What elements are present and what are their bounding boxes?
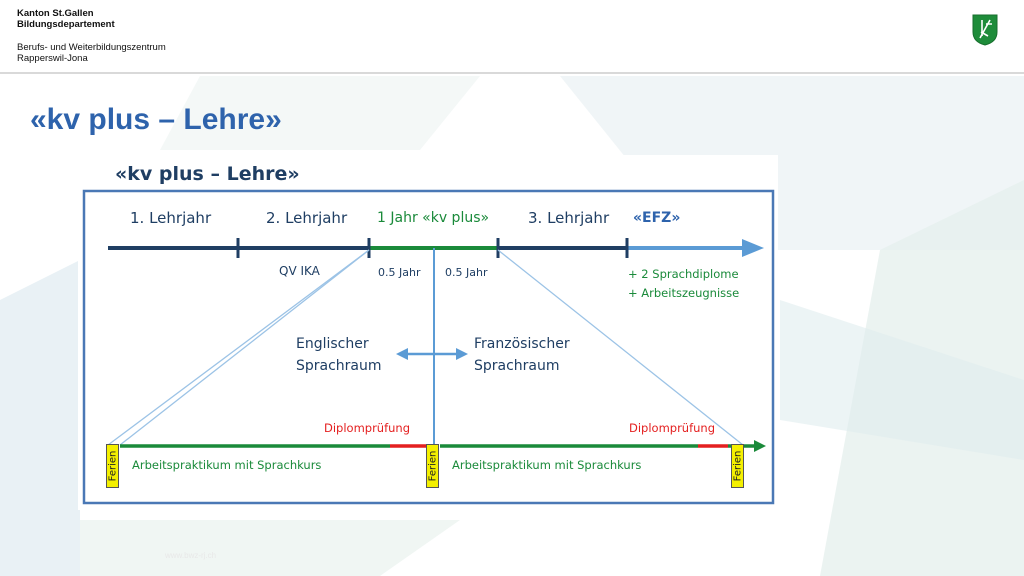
footer-url: www.bwz-rj.ch [165, 551, 217, 560]
double-arrow-right-head [456, 348, 468, 360]
region-english-line1: Englischer [296, 336, 369, 352]
efz-extra-references: + Arbeitszeugnisse [628, 286, 740, 300]
holiday-label-middle: Ferien [427, 450, 438, 482]
exam-right-label: Diplomprüfung [629, 421, 716, 435]
region-french-line1: Französischer [474, 336, 570, 352]
holiday-label-end: Ferien [732, 450, 743, 482]
holiday-label-start: Ferien [107, 450, 118, 482]
school-name: Berufs- und Weiterbildungszentrum Rapper… [17, 42, 166, 64]
region-english-line2: Sprachraum [296, 358, 382, 374]
org-line-4: Rapperswil-Jona [17, 53, 88, 64]
holiday-marker-end: Ferien [731, 444, 744, 488]
internship-right-label: Arbeitspraktikum mit Sprachkurs [452, 458, 642, 472]
org-line-1: Kanton St.Gallen [17, 8, 94, 19]
holiday-marker-start: Ferien [106, 444, 119, 488]
st-gallen-crest-icon [972, 14, 998, 46]
header: Kanton St.Gallen Bildungsdepartement Ber… [0, 0, 1024, 72]
diagram-title: «kv plus – Lehre» [115, 163, 300, 185]
diagram-frame [82, 189, 775, 505]
phase-kvplus-label: 1 Jahr «kv plus» [377, 210, 490, 226]
efz-extra-diplomas: + 2 Sprachdiplome [628, 267, 739, 281]
internship-left-label: Arbeitspraktikum mit Sprachkurs [132, 458, 322, 472]
half-year-right: 0.5 Jahr [445, 266, 488, 279]
projection-line-left-2 [119, 249, 370, 446]
holiday-marker-middle: Ferien [426, 444, 439, 488]
projection-line-right [497, 249, 744, 446]
org-line-3: Berufs- und Weiterbildungszentrum [17, 42, 166, 53]
half-year-left: 0.5 Jahr [378, 266, 421, 279]
internship-arrow-head [754, 440, 766, 452]
canton-name: Kanton St.Gallen Bildungsdepartement [17, 8, 115, 30]
milestone-qv-ika: QV IKA [279, 264, 320, 278]
diagram-graphics [82, 189, 775, 505]
double-arrow-left-head [396, 348, 408, 360]
region-french-line2: Sprachraum [474, 358, 560, 374]
phase-3-label: 3. Lehrjahr [528, 209, 610, 227]
timeline-arrow-head [742, 239, 764, 257]
slide-title: «kv plus – Lehre» [30, 103, 282, 136]
exam-left-label: Diplomprüfung [324, 421, 411, 435]
org-line-2: Bildungsdepartement [17, 19, 115, 30]
phase-1-label: 1. Lehrjahr [130, 209, 212, 227]
header-divider [0, 72, 1024, 74]
phase-efz-label: «EFZ» [633, 210, 681, 226]
projection-line-left [107, 249, 370, 446]
diagram-panel: «kv plus – Lehre» 1. Lehrjahr 2. Lehrjah… [78, 155, 778, 510]
phase-2-label: 2. Lehrjahr [266, 209, 348, 227]
